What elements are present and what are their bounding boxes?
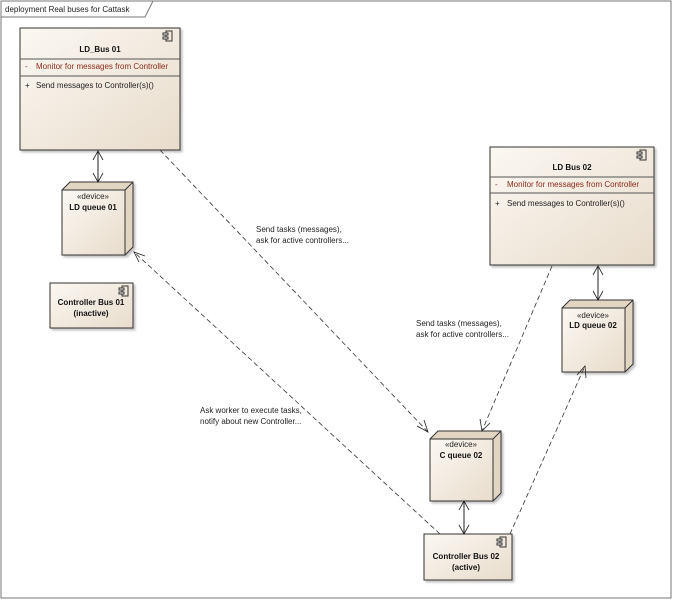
- link-ld-bus-01-ld-queue-01: [92, 150, 104, 183]
- label-ask-worker: Ask worker to execute tasks,: [200, 406, 302, 415]
- operation: Send messages to Controller(s)(): [36, 81, 154, 90]
- component-icon: [636, 149, 647, 161]
- visibility-private: -: [495, 180, 498, 189]
- device-ld-queue-02[interactable]: [561, 299, 634, 373]
- label-send-tasks-2-line2: ask for active controllers...: [416, 330, 509, 339]
- dependency-ld-bus-01-to-c-queue-02: [159, 149, 429, 433]
- stereotype: «device»: [77, 192, 110, 201]
- frame-title: deployment Real buses for Cattask: [5, 5, 131, 14]
- component-name: LD_Bus 01: [79, 45, 121, 54]
- component-status: (active): [452, 563, 480, 572]
- component-name: Controller Bus 02: [433, 552, 500, 561]
- device-name: C queue 02: [440, 451, 483, 460]
- visibility-public: +: [25, 81, 30, 90]
- stereotype: «device»: [577, 311, 610, 320]
- label-send-tasks-2: Send tasks (messages),: [416, 319, 502, 328]
- operation: Send messages to Controller(s)(): [507, 199, 625, 208]
- component-name: Controller Bus 01: [58, 298, 125, 307]
- visibility-public: +: [495, 199, 500, 208]
- dependency-ld-bus-02-to-c-queue-02: [479, 265, 553, 432]
- component-icon: [118, 285, 129, 297]
- link-ld-bus-02-ld-queue-02: [592, 265, 604, 301]
- attribute: Monitor for messages from Controller: [507, 180, 639, 189]
- link-c-queue-02-controller-bus-02: [458, 500, 470, 535]
- stereotype: «device»: [445, 440, 478, 449]
- label-send-tasks-1: Send tasks (messages),: [256, 225, 342, 234]
- label-send-tasks-1-line2: ask for active controllers...: [256, 236, 349, 245]
- component-ld-bus-02[interactable]: [489, 146, 655, 266]
- dependency-controller-bus-02-to-ld-queue-02: [509, 365, 587, 535]
- visibility-private: -: [25, 62, 28, 71]
- component-status: (inactive): [73, 309, 108, 318]
- attribute: Monitor for messages from Controller: [36, 62, 168, 71]
- device-name: LD queue 01: [69, 203, 117, 212]
- device-c-queue-02[interactable]: [429, 430, 502, 502]
- dependency-controller-bus-02-to-ld-queue-01: [133, 251, 441, 535]
- component-icon: [496, 536, 507, 548]
- label-ask-worker-line2: notify about new Controller...: [200, 417, 301, 426]
- component-ld-bus-01[interactable]: [19, 27, 181, 151]
- device-ld-queue-01[interactable]: [61, 181, 134, 256]
- device-name: LD queue 02: [569, 321, 617, 330]
- component-name: LD Bus 02: [552, 163, 592, 172]
- component-icon: [162, 30, 173, 42]
- frame-tab: [1, 0, 154, 18]
- component-controller-bus-02[interactable]: [423, 533, 513, 581]
